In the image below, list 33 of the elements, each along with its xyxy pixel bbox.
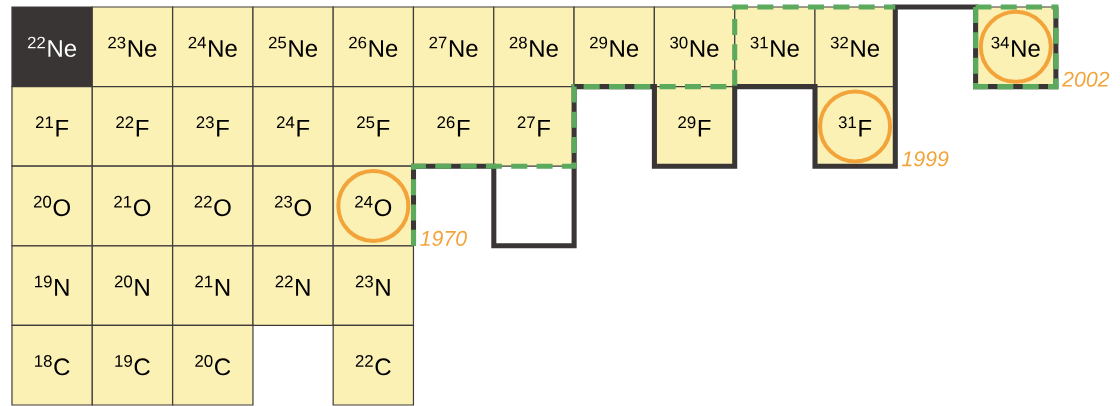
nuclide-cell: $^{32}$Ne <box>814 6 896 88</box>
nuclide-cell: $^{25}$Ne <box>252 6 334 88</box>
nuclide-cell: $^{23}$O <box>252 165 334 247</box>
nuclide-cell: $^{20}$C <box>172 324 254 406</box>
year-label: 1970 <box>420 230 467 246</box>
nuclide-cell: $^{27}$Ne <box>412 6 495 88</box>
nuclide-cell: $^{22}$Ne <box>11 6 93 88</box>
nuclide-cell: $^{20}$N <box>91 245 174 326</box>
nuclide-cell: $^{28}$Ne <box>493 6 575 88</box>
nuclide-cell: $^{22}$N <box>252 245 334 326</box>
year-label: 1999 <box>902 151 949 167</box>
nuclide-cell: $^{18}$C <box>11 324 93 406</box>
nuclide-cell: $^{24}$F <box>252 86 334 167</box>
nuclide-cell: $^{21}$N <box>172 245 254 326</box>
nuclide-cell: $^{20}$O <box>11 165 93 247</box>
nuclide-cell: $^{21}$O <box>91 165 174 247</box>
nuclide-cell: $^{21}$F <box>11 86 93 167</box>
nuclide-cell: $^{23}$F <box>172 86 254 167</box>
nuclide-cell: $^{23}$Ne <box>91 6 174 88</box>
nuclide-cell: $^{19}$C <box>91 324 174 406</box>
nuclide-cell: $^{23}$N <box>332 245 415 326</box>
nuclide-cell: $^{22}$F <box>91 86 174 167</box>
year-label: 2002 <box>1062 71 1110 87</box>
nuclide-cell: $^{22}$O <box>172 165 254 247</box>
nuclide-cell: $^{19}$N <box>11 245 93 326</box>
nuclide-cell: $^{22}$C <box>332 324 415 406</box>
nuclide-cell: $^{29}$Ne <box>573 6 655 88</box>
nuclide-cell: $^{30}$Ne <box>653 6 736 88</box>
nuclide-cell: $^{27}$F <box>493 86 575 167</box>
nuclide-cell: $^{25}$F <box>332 86 415 167</box>
nuclide-cell: $^{24}$Ne <box>172 6 254 88</box>
nuclide-cell: $^{26}$F <box>412 86 495 167</box>
nuclide-cell: $^{26}$Ne <box>332 6 415 88</box>
